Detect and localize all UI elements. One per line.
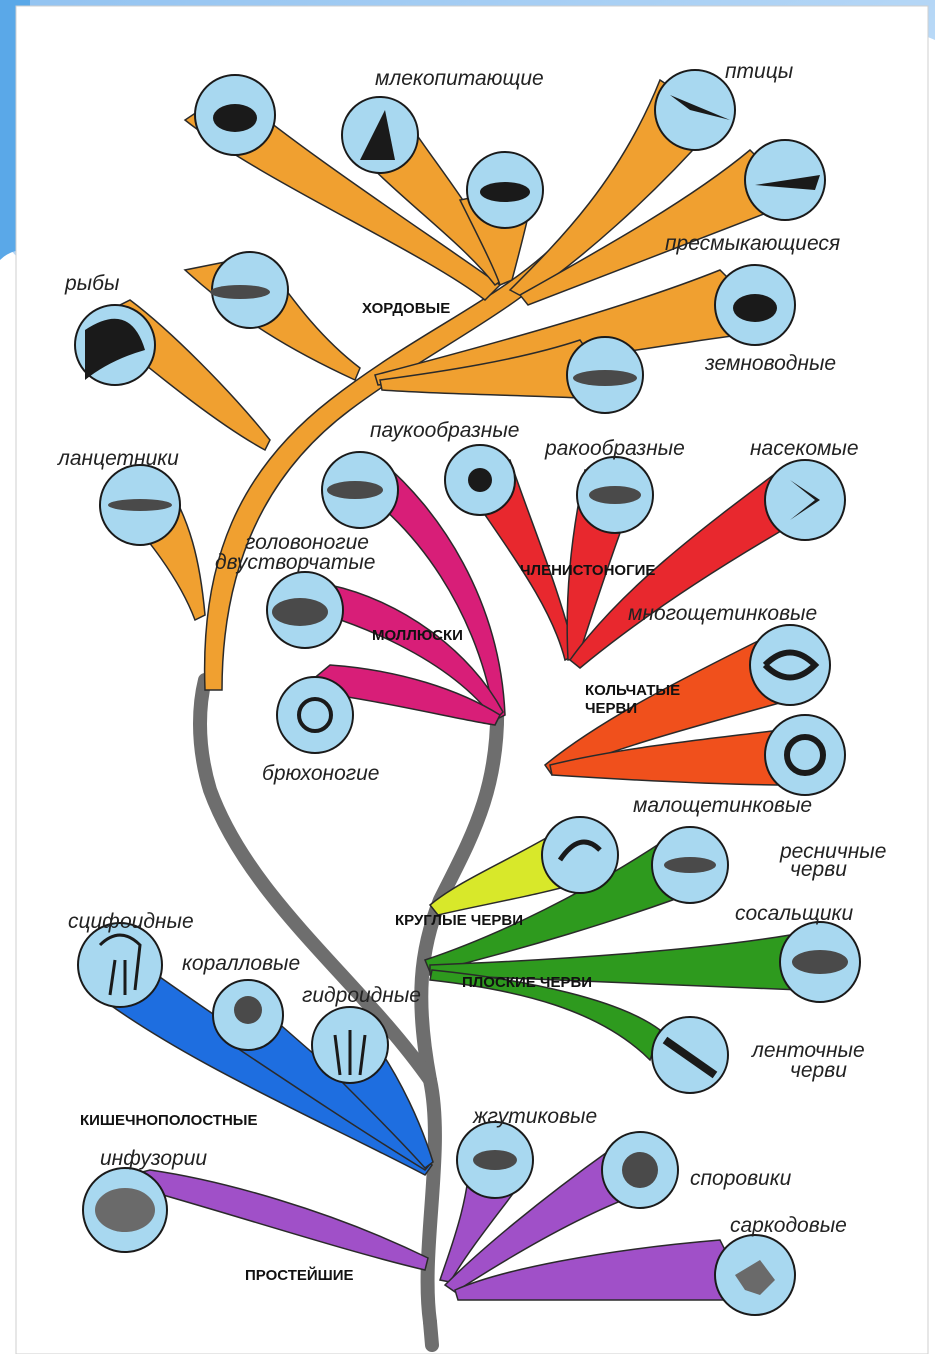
label-gastropods: брюхоногие bbox=[262, 762, 379, 785]
label-flukes: сосальщики bbox=[735, 902, 853, 925]
label-oligochaetes: малощетинковые bbox=[633, 794, 812, 817]
label-cephalopods: головоногие bbox=[245, 531, 369, 554]
branch-flatworms bbox=[423, 838, 801, 1062]
taxon-labels: млекопитающие птицы пресмыкающиеся рыбы … bbox=[57, 60, 886, 1237]
label-sarcodina: саркодовые bbox=[730, 1214, 847, 1237]
label-turbellarians-2: черви bbox=[790, 858, 847, 881]
label-molluscs: МОЛЛЮСКИ bbox=[372, 627, 463, 644]
label-lancelets: ланцетники bbox=[57, 447, 179, 470]
label-ciliates: инфузории bbox=[100, 1147, 207, 1170]
label-annelids-2: ЧЕРВИ bbox=[585, 700, 637, 717]
label-fish: рыбы bbox=[64, 272, 120, 295]
label-crustaceans: ракообразные bbox=[544, 437, 685, 460]
label-flagellates: жгутиковые bbox=[472, 1105, 597, 1128]
label-insects: насекомые bbox=[750, 437, 859, 460]
label-flatworms: ПЛОСКИЕ ЧЕРВИ bbox=[462, 974, 592, 991]
label-sporozoa: споровики bbox=[690, 1167, 792, 1190]
group-labels: ХОРДОВЫЕ МОЛЛЮСКИ ЧЛЕНИСТОНОГИЕ КОЛЬЧАТЫ… bbox=[80, 300, 680, 1284]
label-tapeworms-2: черви bbox=[790, 1059, 847, 1082]
polychaete-icon bbox=[749, 624, 831, 706]
label-corals: коралловые bbox=[182, 952, 300, 975]
tree-trunk bbox=[193, 673, 505, 1352]
label-arthropods: ЧЛЕНИСТОНОГИЕ bbox=[520, 562, 655, 579]
creature-silhouettes bbox=[85, 95, 848, 1295]
label-arachnids: паукообразные bbox=[370, 419, 519, 442]
label-amphibians: земноводные bbox=[704, 352, 836, 375]
label-tapeworms-1: ленточные bbox=[751, 1039, 865, 1062]
label-polychaetes: многощетинковые bbox=[628, 602, 817, 625]
label-chordates: ХОРДОВЫЕ bbox=[362, 300, 450, 317]
branch-protozoa bbox=[107, 1148, 752, 1301]
label-turbellarians-1: ресничные bbox=[779, 840, 886, 863]
crocodile-icon bbox=[744, 139, 826, 221]
label-annelids-1: КОЛЬЧАТЫЕ bbox=[585, 682, 680, 699]
label-hydroids: гидроидные bbox=[302, 984, 421, 1007]
label-reptiles: пресмыкающиеся bbox=[665, 232, 840, 255]
label-birds: птицы bbox=[725, 60, 794, 83]
snail-icon bbox=[276, 676, 354, 754]
earthworm-icon bbox=[764, 714, 846, 796]
label-mammals: млекопитающие bbox=[375, 67, 544, 90]
label-coelenterates: КИШЕЧНОПОЛОСТНЫЕ bbox=[80, 1112, 257, 1129]
label-scyphozoa: сцифоидные bbox=[68, 910, 194, 933]
roundworm-icon bbox=[541, 816, 619, 894]
label-roundworms: КРУГЛЫЕ ЧЕРВИ bbox=[395, 912, 523, 929]
butterfly-icon bbox=[764, 459, 846, 541]
label-protozoa: ПРОСТЕЙШИЕ bbox=[245, 1266, 354, 1284]
branch-annelids bbox=[543, 638, 792, 786]
label-bivalves: двустворчатые bbox=[215, 551, 375, 574]
